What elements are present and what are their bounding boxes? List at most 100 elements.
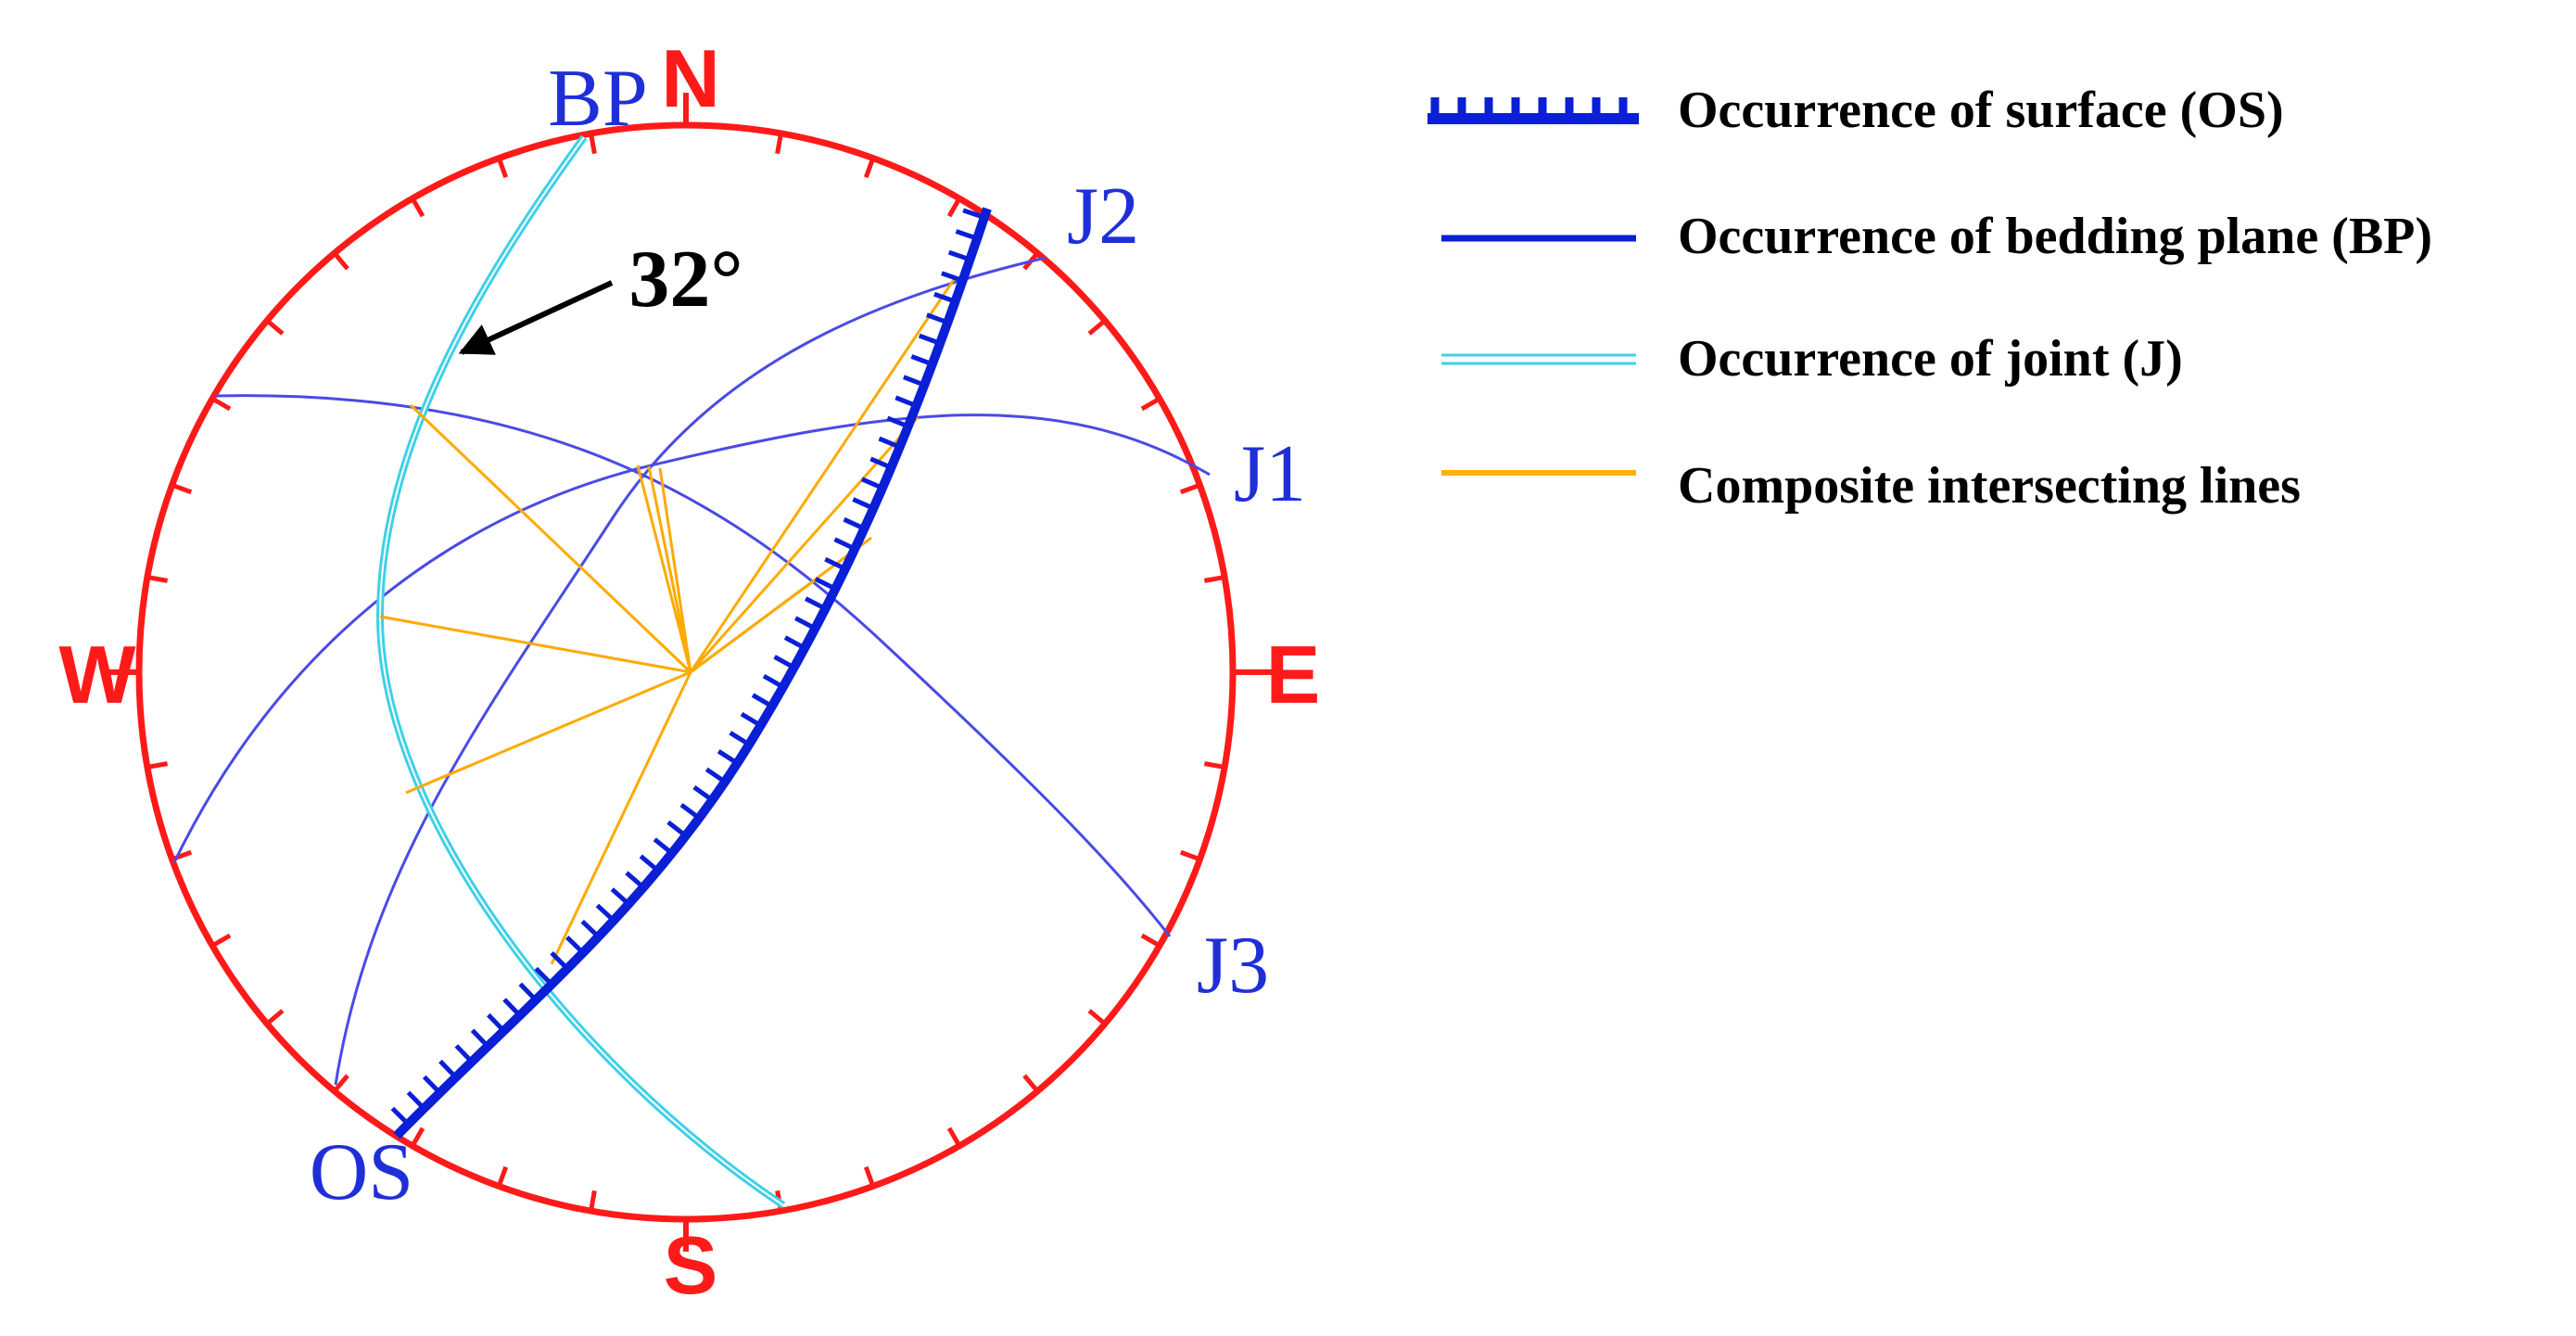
bedding-plane-label: BP: [548, 54, 648, 144]
surface-hatch-marks: [390, 208, 985, 1126]
surface-hatch-mark: [666, 820, 688, 838]
compass-east-label: E: [1266, 629, 1321, 720]
net-tick: [1203, 575, 1225, 583]
net-tick: [1087, 1009, 1107, 1026]
surface-hatch-mark: [852, 497, 875, 511]
net-tick: [210, 933, 232, 948]
net-tick: [863, 157, 876, 179]
net-tick: [496, 157, 509, 179]
surface-hatch-mark: [878, 436, 901, 450]
net-tick: [265, 318, 285, 336]
angle-arrow: [458, 280, 614, 355]
surface-hatch-mark: [653, 837, 674, 856]
surface-hatch-mark: [804, 596, 827, 611]
angle-annotation: 32°: [628, 235, 742, 324]
net-tick: [1179, 849, 1201, 862]
bedding-plane-curve-inner: [378, 136, 784, 1206]
surface-hatch-mark: [639, 854, 660, 872]
legend-surface-symbol: [1428, 97, 1639, 124]
surface-hatch-mark: [487, 1012, 506, 1033]
surface-hatch-mark: [729, 731, 751, 747]
net-tick: [1022, 1074, 1040, 1093]
legend-intersection-label: Composite intersecting lines: [1678, 457, 2301, 515]
net-tick: [1203, 761, 1225, 770]
surface-hatch-mark: [833, 537, 857, 552]
joint-3-label: J3: [1197, 921, 1269, 1011]
surface-hatch-mark: [824, 556, 846, 571]
surface-hatch-mark: [941, 271, 964, 283]
net-tick: [1140, 396, 1161, 412]
surface-hatch-mark: [886, 415, 909, 429]
net-tick: [332, 251, 349, 271]
surface-hatch-mark: [933, 291, 957, 304]
net-tick: [332, 1074, 349, 1093]
joint-2-great-circle: [334, 256, 1047, 1086]
surface-hatch-mark: [454, 1044, 474, 1063]
net-tick: [210, 396, 232, 412]
net-tick: [410, 1126, 425, 1148]
net-tick: [1140, 933, 1161, 948]
surface-hatch-mark: [550, 951, 569, 971]
surface-label: OS: [310, 1127, 414, 1217]
net-tick-marks: [146, 93, 1225, 1252]
surface-hatch-mark: [704, 767, 727, 784]
surface-hatch-mark: [625, 871, 645, 890]
surface-hatch-mark: [783, 635, 806, 651]
surface-hatch-mark: [902, 375, 926, 388]
surface-hatch-mark: [610, 887, 630, 906]
surface-hatch-mark: [438, 1059, 458, 1079]
net-tick: [946, 1126, 962, 1148]
surface-hatch-mark: [955, 229, 978, 241]
legend-joint-symbol: [1441, 353, 1636, 365]
net-tick: [146, 575, 169, 583]
net-tick: [863, 1165, 876, 1188]
surface-hatch-mark: [470, 1028, 490, 1049]
surface-hatch-mark: [869, 456, 893, 470]
surface-hatch-mark: [534, 966, 553, 986]
net-tick: [946, 197, 962, 218]
composite-intersecting-lines: [379, 277, 957, 965]
compass-south-label: S: [664, 1219, 718, 1311]
net-tick: [1087, 318, 1107, 336]
surface-hatch-mark: [406, 1090, 426, 1111]
surface-hatch-mark: [947, 249, 971, 262]
net-tick: [146, 761, 169, 770]
joint-2-label: J2: [1067, 172, 1139, 261]
surface-hatch-mark: [518, 982, 538, 1002]
surface-hatch-mark: [794, 616, 817, 631]
net-tick: [589, 1190, 597, 1212]
surface-hatch-mark: [773, 655, 795, 670]
surface-hatch-mark: [390, 1106, 411, 1126]
net-tick: [775, 133, 783, 155]
surface-hatch-mark: [422, 1075, 442, 1095]
surface-hatch-mark: [860, 477, 883, 490]
joint-1-label: J1: [1234, 429, 1306, 519]
net-tick: [1179, 482, 1201, 495]
net-tick: [589, 133, 597, 155]
surface-hatch-mark: [679, 803, 701, 821]
legend-joint-label: Occurrence of joint (J): [1678, 330, 2183, 388]
net-tick: [265, 1009, 285, 1026]
surface-hatch-mark: [895, 395, 918, 408]
surface-hatch-mark: [962, 208, 985, 220]
legend-surface-label: Occurrence of surface (OS): [1678, 82, 2284, 139]
surface-hatch-mark: [740, 711, 762, 728]
surface-hatch-mark: [843, 516, 866, 531]
joint-3-great-circle: [214, 394, 1172, 937]
surface-hatch-mark: [814, 577, 837, 592]
surface-hatch-mark: [717, 749, 739, 766]
compass-west-label: W: [58, 629, 135, 720]
surface-hatch-mark: [580, 919, 601, 939]
surface-hatch-mark: [595, 903, 615, 922]
surface-hatch-mark: [926, 312, 949, 325]
joint-1-great-circle: [172, 414, 1211, 863]
net-tick: [496, 1165, 509, 1188]
legend-bedding-label: Occurrence of bedding plane (BP): [1678, 208, 2432, 265]
surface-curve: [393, 207, 992, 1139]
net-tick: [410, 197, 425, 218]
surface-hatch-mark: [692, 785, 714, 803]
surface-hatch-mark: [762, 673, 785, 690]
compass-north-label: N: [661, 32, 720, 124]
legend: Occurrence of surface (OS) Occurrence of…: [1428, 82, 2432, 515]
